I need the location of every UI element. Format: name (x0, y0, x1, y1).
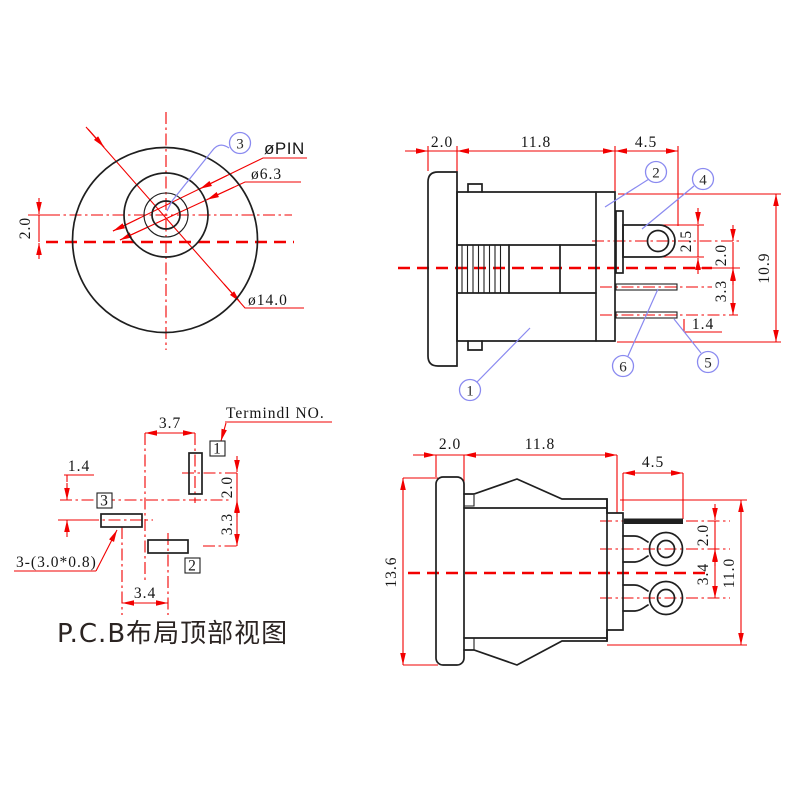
balloon-3 (228, 131, 252, 155)
terminal-3-box (96, 492, 113, 509)
dim-side-height: 10.9 (756, 252, 773, 283)
balloon-3-leader (166, 144, 230, 212)
balloon-1 (458, 378, 482, 402)
svg-text:2: 2 (188, 558, 197, 575)
balloon-4-leader (641, 185, 695, 230)
top-flange (435, 476, 465, 666)
front-view: 3 øPIN ø6.3 ø14.0 2.0 (17, 112, 307, 350)
side-view: 1 2 4 6 5 2.0 11.8 4.5 2.5 2.0 3.3 1.4 1… (398, 134, 781, 402)
ring-terminal-2 (648, 580, 684, 616)
dim-tab-offset: 2.0 (713, 244, 730, 266)
dim-pad1-offset: 2.0 (219, 476, 236, 498)
balloon-5-leader (673, 318, 702, 354)
dim-pin-offset: 3.3 (713, 280, 730, 302)
balloon-2-leader (604, 178, 650, 208)
dim-side-body: 11.8 (521, 134, 552, 151)
terminal-2-box (184, 557, 201, 574)
pad-terminal-2 (147, 539, 189, 554)
ring-terminal-1 (648, 531, 684, 567)
svg-text:1: 1 (213, 441, 222, 458)
dim-side-flange: 2.0 (431, 134, 453, 151)
barrel-circle (123, 172, 209, 258)
outer-body-circle (71, 146, 259, 334)
pad-size-note: 3-(3.0*0.8) (16, 554, 97, 571)
svg-text:4: 4 (699, 173, 707, 189)
balloon-6-leader (627, 288, 659, 357)
dim-side-tab: 4.5 (635, 134, 657, 151)
lug-hole (646, 229, 670, 253)
side-flange (427, 171, 458, 367)
dim-pad-pitch-x: 3.7 (159, 415, 181, 432)
svg-text:3: 3 (100, 493, 109, 510)
svg-text:2: 2 (652, 166, 660, 182)
dim-top-body-height: 11.0 (721, 558, 738, 589)
balloon-4 (691, 167, 715, 191)
svg-text:5: 5 (704, 356, 712, 372)
solder-lug (622, 224, 676, 258)
balloon-3-number: 3 (236, 137, 244, 153)
dim-top-body: 11.8 (525, 436, 556, 453)
terminal-no-label: Termindl NO. (226, 405, 325, 422)
pad-terminal-3 (100, 513, 143, 528)
terminal-1-box (209, 440, 226, 457)
svg-text:6: 6 (619, 360, 627, 376)
svg-text:1: 1 (466, 384, 474, 400)
dim-pad3-offset: 1.4 (68, 458, 90, 475)
top-flat-pin (624, 518, 683, 524)
dim-pad-pitch-bottom: 3.4 (134, 585, 156, 602)
d140-leader-line (85, 126, 304, 309)
balloon-1-leader (476, 327, 531, 383)
dim-d140: ø14.0 (248, 292, 288, 309)
center-pin-circle (151, 200, 181, 230)
dim-top-pin-offset: 2.0 (695, 524, 712, 546)
dim-top-height: 13.6 (383, 556, 400, 587)
top-body-outline (463, 478, 624, 666)
dim-top-flange: 2.0 (439, 436, 461, 453)
pad-terminal-1 (188, 452, 203, 495)
dim-pin-edge: 1.4 (692, 316, 714, 333)
dim-pad2-offset: 3.3 (219, 513, 236, 535)
balloon-6 (611, 354, 635, 378)
dim-top-pin-pitch: 3.4 (695, 563, 712, 585)
pin-label: øPIN (264, 139, 305, 158)
inner-circle (143, 192, 189, 238)
top-view: 2.0 11.8 4.5 13.6 2.0 3.4 11.0 (383, 436, 747, 666)
dim-tab-width: 2.5 (678, 230, 695, 252)
terminal-base (615, 210, 624, 274)
dim-top-tab: 4.5 (642, 454, 664, 471)
balloon-2 (644, 160, 668, 184)
dim-d63: ø6.3 (251, 166, 282, 183)
pcb-view: 1 2 3 3.7 1.4 2.0 3.3 3.4 Termindl NO. 3… (14, 405, 332, 649)
dim-front-offset: 2.0 (17, 217, 34, 239)
spring-hatch (461, 245, 502, 293)
pcb-view-title: P.C.B布局顶部视图 (57, 619, 288, 649)
side-body (456, 191, 616, 342)
pin-leader-line (112, 157, 307, 232)
flat-pin-lower (615, 311, 678, 319)
flat-pin-upper (615, 283, 678, 291)
d63-leader-line (119, 181, 301, 241)
balloon-5 (696, 350, 720, 374)
